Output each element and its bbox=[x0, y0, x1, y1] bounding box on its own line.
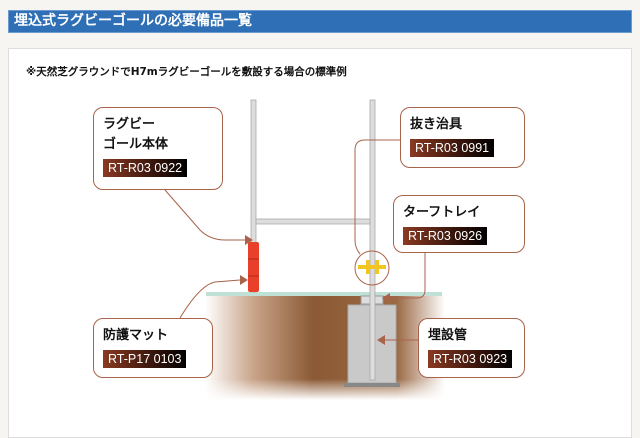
callout-turf-tray: ターフトレイ RT-R03 0926 bbox=[393, 195, 525, 253]
subtitle: ※天然芝グラウンドでH7mラグビーゴールを敷設する場合の標準例 bbox=[26, 66, 347, 78]
callout-title: ターフトレイ bbox=[403, 205, 481, 220]
goal-illustration bbox=[164, 99, 445, 400]
crossbar bbox=[255, 218, 371, 225]
callout-removal-tool: 抜き治具 RT-R03 0991 bbox=[400, 107, 525, 168]
callout-title: 防護マット bbox=[103, 328, 169, 343]
callout-buried-pipe: 埋設管 RT-R03 0923 bbox=[418, 318, 525, 378]
product-code: RT-R03 0922 bbox=[103, 159, 188, 177]
callout-title: 抜き治具 bbox=[410, 117, 463, 132]
turf bbox=[206, 292, 442, 296]
page-title: 埋込式ラグビーゴールの必要備品一覧 bbox=[8, 10, 632, 33]
callout-goal-body: ラグビー ゴール本体 RT-R03 0922 bbox=[93, 107, 223, 190]
product-code: RT-R03 0991 bbox=[410, 139, 495, 157]
removal-tool bbox=[358, 265, 386, 269]
removal-tool-highlight bbox=[354, 250, 390, 286]
right-post bbox=[369, 99, 376, 381]
callout-protective-mat: 防護マット RT-P17 0103 bbox=[93, 318, 213, 378]
product-code: RT-R03 0923 bbox=[428, 350, 513, 368]
callout-title: ラグビー bbox=[103, 117, 156, 132]
product-code: RT-R03 0926 bbox=[403, 227, 488, 245]
product-code: RT-P17 0103 bbox=[103, 350, 187, 368]
protective-pad bbox=[248, 242, 259, 292]
callout-title: ゴール本体 bbox=[103, 137, 169, 152]
callout-title: 埋設管 bbox=[428, 328, 468, 343]
